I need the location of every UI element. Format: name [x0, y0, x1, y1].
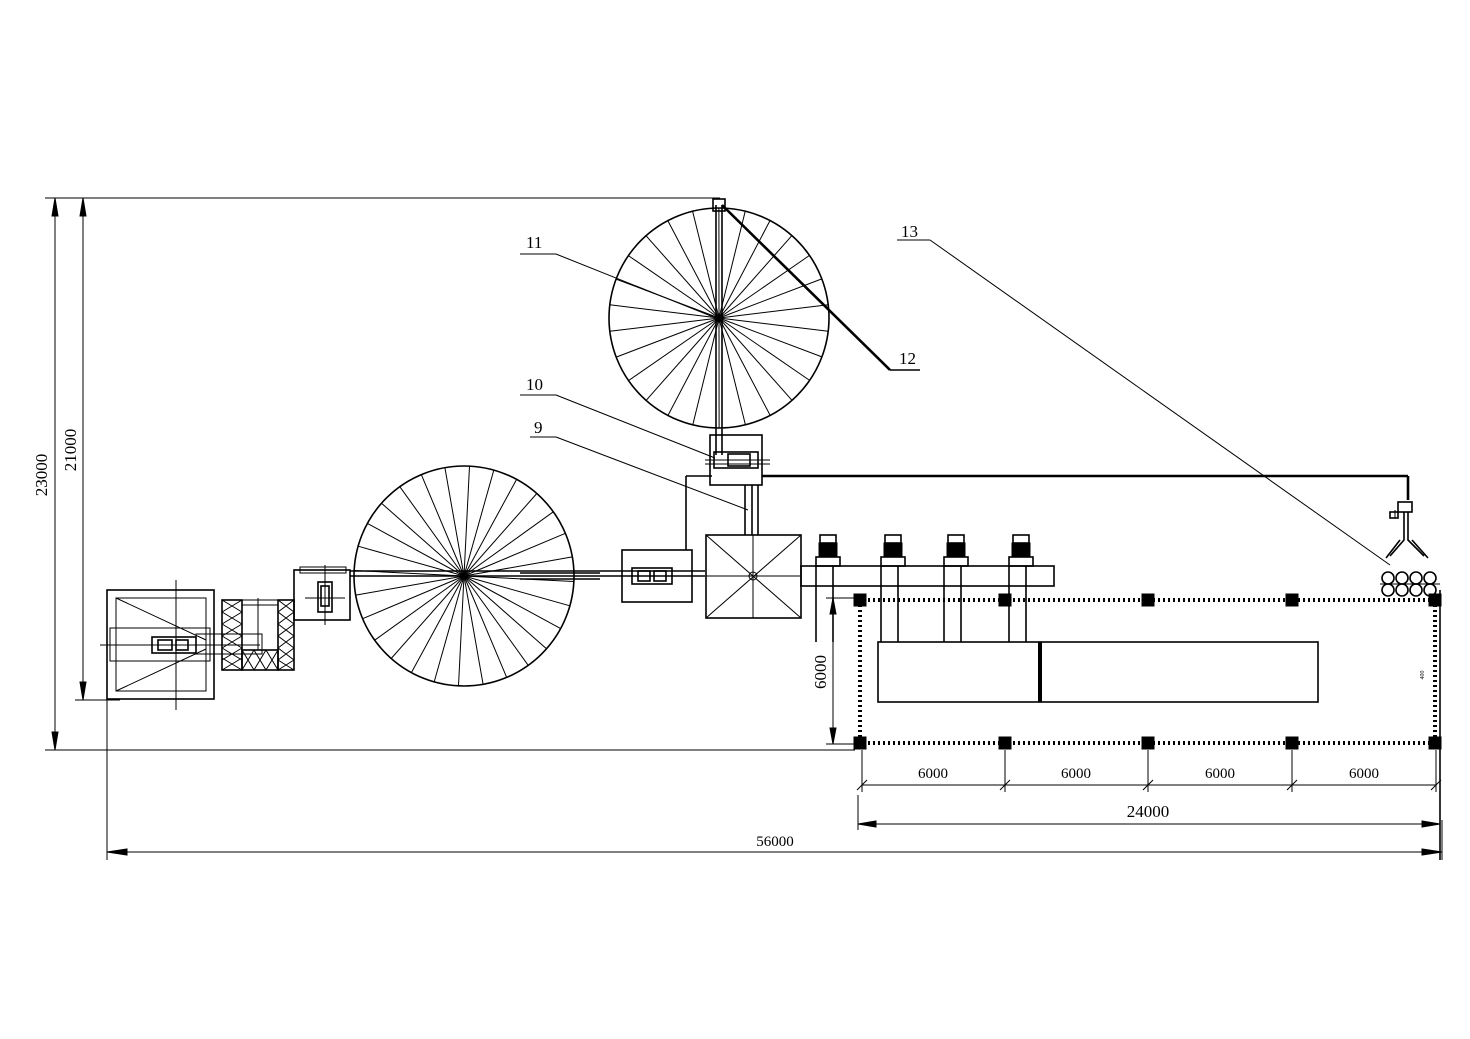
rake-arm: [367, 522, 465, 577]
rake-arm: [628, 255, 720, 319]
truss-frame: [195, 598, 295, 671]
motor: [1008, 534, 1034, 642]
rake-arm: [645, 235, 720, 319]
rake-arm: [667, 220, 720, 319]
rake-arm: [463, 511, 554, 577]
column: [1141, 736, 1155, 750]
dimension-hall: 6000 6000 6000 6000 6000 24000: [811, 597, 1442, 830]
rake-arm: [718, 211, 746, 319]
motor: [943, 534, 969, 642]
rake-arm: [420, 474, 465, 577]
dim-height-outer: 23000: [32, 454, 51, 497]
rake-arm: [692, 211, 720, 319]
column: [853, 593, 867, 607]
hydrocyclone-cluster: [1380, 501, 1440, 597]
rake-arm: [463, 532, 566, 577]
hall-columns: [853, 593, 1442, 750]
rake-arm: [645, 317, 720, 401]
dim-bay-2: 6000: [1061, 766, 1091, 782]
rake-arm: [463, 575, 529, 666]
rake-arm: [718, 317, 823, 358]
column: [1285, 736, 1299, 750]
rake-arm: [718, 317, 810, 381]
rake-arm: [463, 575, 484, 685]
callouts: 11 12 13 10 9: [520, 222, 1391, 566]
dim-bay-1: 6000: [918, 766, 948, 782]
dim-total-length: 56000: [756, 834, 794, 850]
small-note: 400: [1420, 671, 1426, 680]
rake-arm: [463, 575, 561, 630]
dimension-overall: 56000 23000 21000: [32, 197, 1443, 860]
dim-hall-width: 6000: [811, 655, 830, 689]
rake-arm: [718, 235, 793, 319]
rake-arm: [433, 575, 465, 683]
column: [998, 593, 1012, 607]
drive-unit-upper: [705, 434, 770, 486]
rake-arm: [458, 575, 465, 686]
rake-arm: [355, 575, 465, 596]
rake-arm: [692, 317, 720, 425]
dim-bay-4: 6000: [1349, 766, 1379, 782]
motor: [815, 534, 841, 642]
rake-arm: [609, 304, 720, 319]
rake-arm: [463, 556, 573, 577]
rake-arm: [628, 317, 720, 382]
drive-unit-middle: [600, 549, 705, 603]
column: [1428, 736, 1442, 750]
rake-arm: [463, 479, 518, 577]
rake-arm: [362, 575, 465, 620]
rake-arm: [444, 467, 465, 577]
rake-arm: [463, 493, 538, 577]
mixing-tank: [705, 534, 802, 619]
rake-arm: [381, 502, 465, 577]
press-hall: 400: [853, 590, 1442, 860]
rake-arm: [463, 575, 574, 582]
rake-arm: [374, 575, 465, 641]
pipework: [685, 474, 1410, 550]
dim-height-inner: 21000: [61, 429, 80, 472]
rake-arm: [667, 317, 720, 416]
thickener-tank-1: [353, 465, 600, 687]
rake-arm: [390, 575, 465, 659]
rake-arm: [616, 317, 720, 358]
rake-arm: [718, 254, 810, 319]
rake-arm: [357, 545, 465, 577]
rake-arm: [718, 304, 829, 319]
rake-arm: [609, 317, 720, 332]
rake-arm: [399, 486, 465, 577]
motor: [880, 534, 906, 642]
motor-group: [815, 534, 1034, 642]
rake-arm: [463, 469, 495, 577]
rake-arm: [410, 575, 465, 673]
callout-10: 10: [526, 375, 543, 394]
rake-arm: [718, 317, 771, 416]
rake-arm: [718, 317, 829, 332]
feed-pit: [100, 580, 260, 710]
column: [998, 736, 1012, 750]
rake-arm: [718, 317, 746, 425]
rake-arm: [354, 570, 465, 577]
dim-bay-3: 6000: [1205, 766, 1235, 782]
rake-arm: [718, 220, 771, 319]
callout-11: 11: [526, 233, 542, 252]
rake-arm: [718, 317, 793, 401]
callout-12: 12: [899, 349, 916, 368]
rake-arm: [463, 575, 571, 607]
column: [853, 736, 867, 750]
column: [1285, 593, 1299, 607]
rake-arm: [463, 466, 470, 577]
callout-9: 9: [534, 418, 543, 437]
thickener-2-rakes: [609, 207, 829, 429]
thickener-1-rakes: [354, 466, 574, 686]
rake-arm: [463, 575, 547, 650]
callout-13: 13: [901, 222, 918, 241]
column: [1141, 593, 1155, 607]
conveyor-bridge: [800, 534, 1055, 642]
dim-hall-length: 24000: [1127, 802, 1170, 821]
rake-arm: [463, 575, 508, 678]
thickener-tank-2: [608, 198, 891, 455]
